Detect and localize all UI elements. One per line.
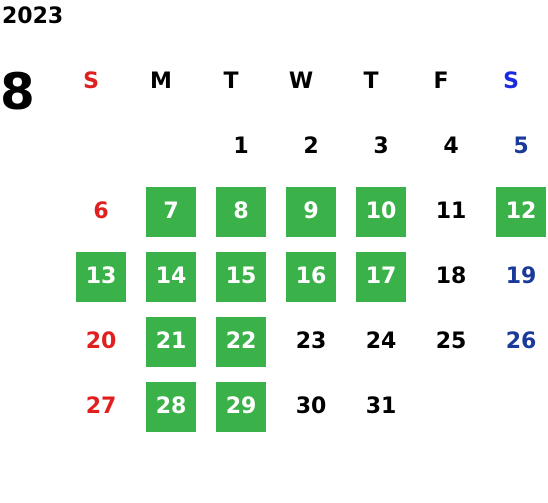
weekday-mon: M [150, 69, 172, 94]
day-7[interactable]: 7 [146, 187, 196, 237]
day-12[interactable]: 12 [496, 187, 546, 237]
day-2[interactable]: 2 [303, 134, 319, 159]
day-15[interactable]: 15 [216, 252, 266, 302]
day-4[interactable]: 4 [443, 134, 459, 159]
weekday-sat: S [503, 69, 519, 94]
day-28[interactable]: 28 [146, 382, 196, 432]
weekday-wed: W [288, 69, 314, 94]
day-24[interactable]: 24 [365, 329, 397, 354]
day-21[interactable]: 21 [146, 317, 196, 367]
month-label: 8 [0, 63, 35, 121]
day-11[interactable]: 11 [435, 199, 467, 224]
day-25[interactable]: 25 [435, 329, 467, 354]
year-label: 2023 [2, 4, 64, 29]
day-26[interactable]: 26 [505, 329, 537, 354]
day-22[interactable]: 22 [216, 317, 266, 367]
day-1[interactable]: 1 [233, 134, 249, 159]
day-16[interactable]: 16 [286, 252, 336, 302]
weekday-sun: S [83, 69, 99, 94]
day-6[interactable]: 6 [93, 199, 109, 224]
day-23[interactable]: 23 [295, 329, 327, 354]
weekday-thu: T [363, 69, 379, 94]
day-20[interactable]: 20 [85, 329, 117, 354]
day-5[interactable]: 5 [513, 134, 529, 159]
day-8[interactable]: 8 [216, 187, 266, 237]
weekday-fri: F [433, 69, 449, 94]
day-3[interactable]: 3 [373, 134, 389, 159]
day-31[interactable]: 31 [365, 394, 397, 419]
day-29[interactable]: 29 [216, 382, 266, 432]
weekday-tue: T [223, 69, 239, 94]
day-14[interactable]: 14 [146, 252, 196, 302]
day-18[interactable]: 18 [435, 264, 467, 289]
day-17[interactable]: 17 [356, 252, 406, 302]
day-13[interactable]: 13 [76, 252, 126, 302]
day-19[interactable]: 19 [505, 264, 537, 289]
day-9[interactable]: 9 [286, 187, 336, 237]
day-30[interactable]: 30 [295, 394, 327, 419]
day-10[interactable]: 10 [356, 187, 406, 237]
day-27[interactable]: 27 [85, 394, 117, 419]
